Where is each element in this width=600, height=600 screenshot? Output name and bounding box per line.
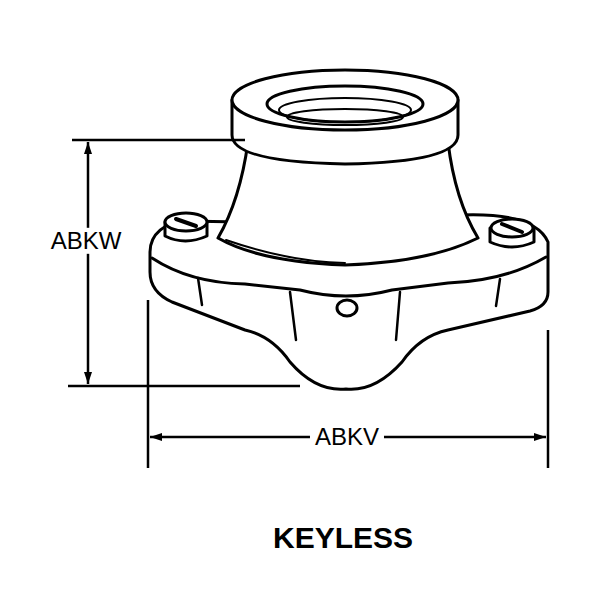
shell-opening bbox=[267, 86, 423, 122]
terminal-screw bbox=[165, 213, 207, 241]
collar-top bbox=[232, 70, 458, 130]
extension-line bbox=[547, 330, 550, 468]
shell-thread bbox=[287, 109, 403, 125]
extension-line bbox=[147, 300, 150, 468]
body-base-curve bbox=[226, 240, 345, 263]
dimension-label: ABKV bbox=[310, 424, 384, 450]
extension-line bbox=[72, 139, 245, 142]
mounting-hole bbox=[337, 300, 357, 316]
extension-line bbox=[68, 385, 300, 388]
terminal-screw bbox=[490, 219, 534, 247]
flange-lobe-lines bbox=[198, 278, 500, 340]
caption-text: KEYLESS bbox=[268, 521, 418, 554]
dimension-label: ABKW bbox=[46, 228, 127, 254]
dimension-line bbox=[87, 142, 90, 384]
